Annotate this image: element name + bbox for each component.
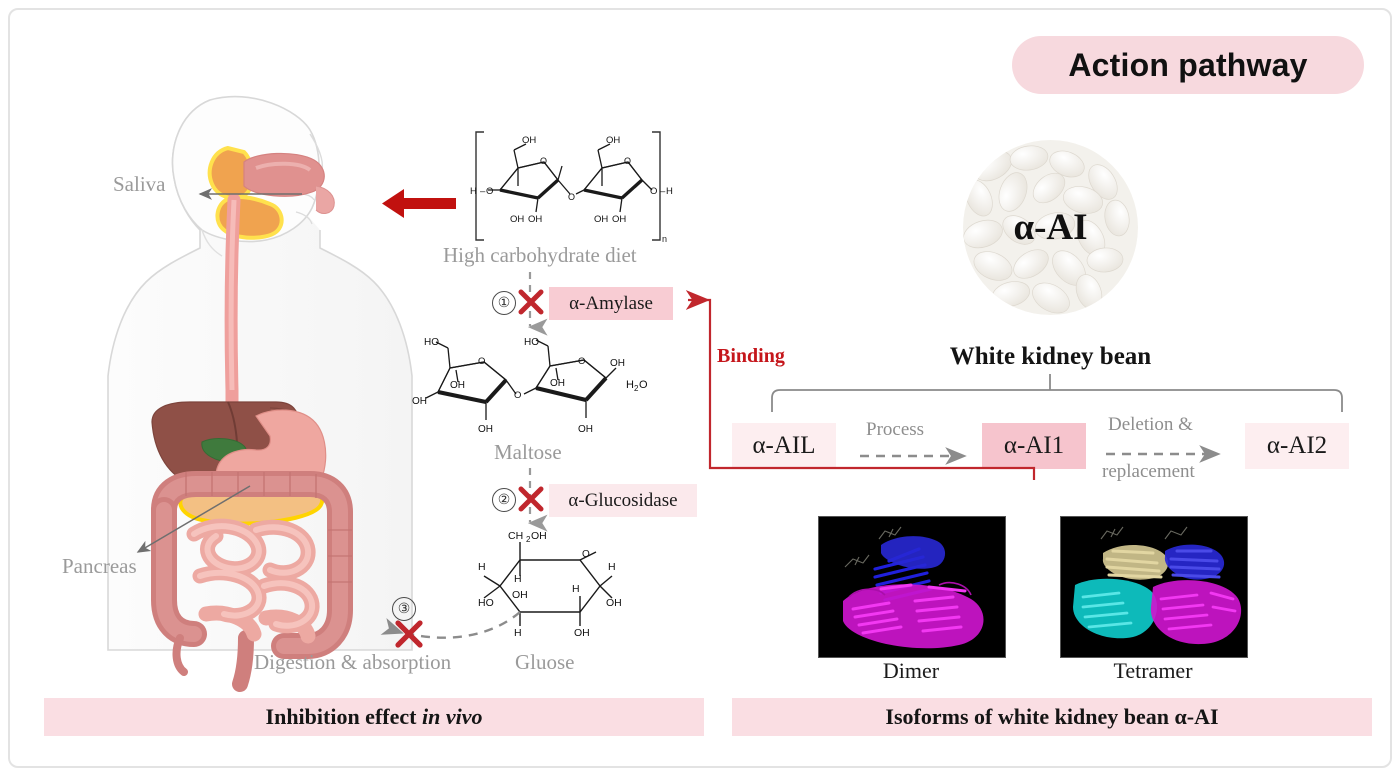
svg-text:O: O [578, 356, 585, 367]
svg-text:OH: OH [522, 135, 536, 146]
white-kidney-bean-caption: White kidney bean [949, 343, 1152, 370]
alpha-glucosidase-box: α-Glucosidase [549, 484, 697, 517]
svg-text:H: H [626, 379, 634, 391]
page-title: Action pathway [1068, 46, 1308, 83]
left-panel-banner: Inhibition effect in vivo [44, 698, 704, 736]
alpha-glucosidase-label: α-Glucosidase [568, 489, 678, 511]
binding-label: Binding [717, 345, 785, 367]
svg-text:H: H [478, 561, 486, 573]
svg-text:O: O [582, 549, 590, 560]
svg-text:n: n [662, 234, 667, 244]
svg-text:O: O [478, 356, 485, 367]
action-pathway-title-banner: Action pathway [1012, 36, 1364, 94]
svg-text:OH: OH [512, 589, 528, 601]
step1-block-x-icon [518, 289, 544, 315]
svg-text:OH: OH [478, 424, 493, 435]
dimer-caption: Dimer [882, 658, 940, 683]
svg-text:O: O [486, 186, 493, 197]
svg-text:HO: HO [478, 597, 494, 609]
transition-deletion-arrow [1106, 445, 1221, 463]
svg-text:HO: HO [524, 337, 539, 348]
isoform-box-alpha-ai1: α-AI1 [982, 423, 1086, 469]
isoform-box-alpha-ail: α-AIL [732, 423, 836, 469]
svg-text:H: H [608, 561, 616, 573]
svg-text:O: O [624, 156, 631, 166]
svg-text:OH: OH [606, 597, 622, 609]
svg-text:OH: OH [412, 396, 427, 407]
pancreas-leader-line [136, 485, 251, 553]
transition-process-label: Process [866, 419, 925, 440]
right-banner-text: Isoforms of white kidney bean α-AI [885, 704, 1219, 729]
transition-process-arrow [860, 447, 967, 465]
svg-text:H: H [572, 583, 580, 595]
svg-text:–: – [660, 186, 666, 197]
svg-text:O: O [650, 186, 657, 197]
svg-text:HO: HO [424, 337, 439, 348]
svg-text:OH: OH [578, 424, 593, 435]
svg-text:OH: OH [528, 214, 542, 225]
svg-text:2: 2 [526, 535, 531, 544]
protein-structure-tetramer-image [1060, 516, 1248, 658]
alpha-amylase-label: α-Amylase [569, 292, 653, 314]
svg-text:O: O [514, 390, 521, 401]
svg-text:O: O [639, 379, 648, 391]
pancreas-label: Pancreas [62, 554, 137, 578]
svg-text:OH: OH [594, 214, 608, 225]
svg-text:H: H [514, 627, 522, 639]
transition-deletion-label-line1: Deletion & [1108, 414, 1193, 435]
isoform-group-bracket [771, 374, 1343, 412]
svg-text:H: H [470, 186, 477, 197]
step-1-number: ① [492, 291, 516, 315]
step-2-number: ② [492, 488, 516, 512]
right-panel-banner: Isoforms of white kidney bean α-AI [732, 698, 1372, 736]
binding-connector-path [685, 290, 1036, 480]
svg-text:OH: OH [550, 378, 565, 389]
alpha-ai-overlay-label: α-AI [1013, 207, 1088, 248]
svg-text:O: O [540, 156, 547, 166]
svg-text:H: H [666, 186, 673, 197]
svg-text:CH: CH [508, 530, 523, 542]
starch-caption: High carbohydrate diet [443, 243, 637, 267]
maltose-caption: Maltose [494, 440, 562, 464]
isoform-box-alpha-ai2: α-AI2 [1245, 423, 1349, 469]
digestion-absorption-label: Digestion & absorption [254, 650, 452, 674]
saliva-leader-line [198, 188, 302, 200]
white-kidney-bean-photo [963, 140, 1138, 315]
svg-text:OH: OH [612, 214, 626, 225]
svg-text:OH: OH [606, 135, 620, 146]
saliva-label: Saliva [113, 172, 166, 196]
protein-structure-dimer-image [818, 516, 1006, 658]
tetramer-caption: Tetramer [1113, 658, 1193, 683]
glucose-caption: Gluose [515, 650, 575, 674]
svg-text:OH: OH [531, 530, 547, 542]
svg-text:OH: OH [510, 214, 524, 225]
transition-deletion-label-line2: replacement [1102, 461, 1195, 482]
alpha-amylase-box: α-Amylase [549, 287, 673, 320]
svg-text:OH: OH [574, 627, 590, 639]
svg-text:OH: OH [450, 380, 465, 391]
step-3-number: ③ [392, 597, 416, 621]
left-banner-text: Inhibition effect in vivo [265, 704, 483, 729]
step3-block-x-icon [395, 620, 423, 648]
svg-text:OH: OH [610, 358, 625, 369]
svg-text:H: H [514, 573, 522, 585]
diet-intake-red-arrow [382, 189, 456, 218]
svg-text:2: 2 [634, 384, 639, 393]
step2-block-x-icon [518, 486, 544, 512]
human-digestive-system-illustration [107, 95, 413, 692]
svg-text:–: – [480, 186, 486, 197]
svg-text:O: O [568, 192, 575, 202]
